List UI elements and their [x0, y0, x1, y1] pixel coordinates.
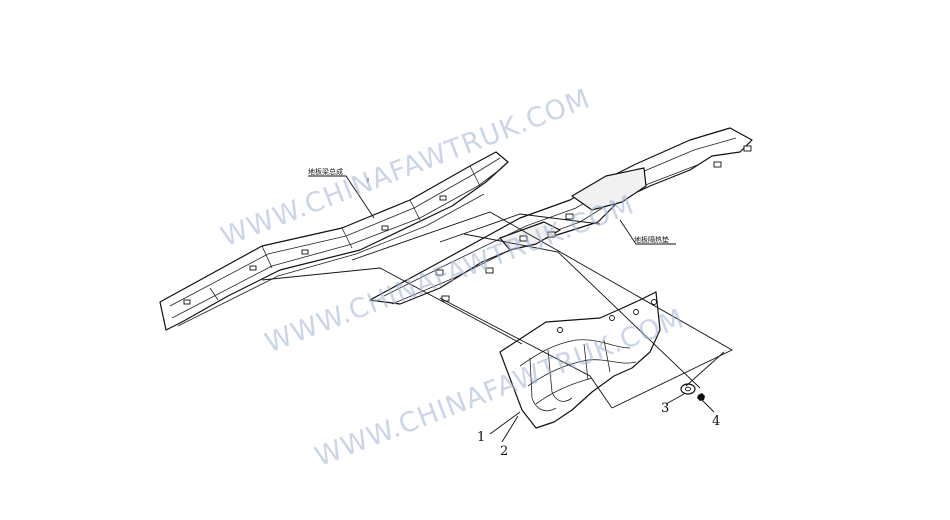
assembly-lines: [261, 175, 733, 443]
callout-1: 1: [477, 430, 485, 445]
washer: [680, 383, 696, 395]
callout-3: 3: [661, 401, 669, 416]
nut: [697, 393, 705, 401]
floor-beam-assembly: [159, 151, 509, 331]
callout-2: 2: [500, 444, 508, 459]
lower-heat-shield: [499, 291, 661, 429]
floor-heat-shield: [369, 127, 753, 305]
label-floor-beam-assembly: 地板梁总成: [308, 167, 343, 176]
callout-4: 4: [712, 414, 720, 429]
label-floor-heat-shield: 地板隔热垫: [634, 235, 669, 244]
